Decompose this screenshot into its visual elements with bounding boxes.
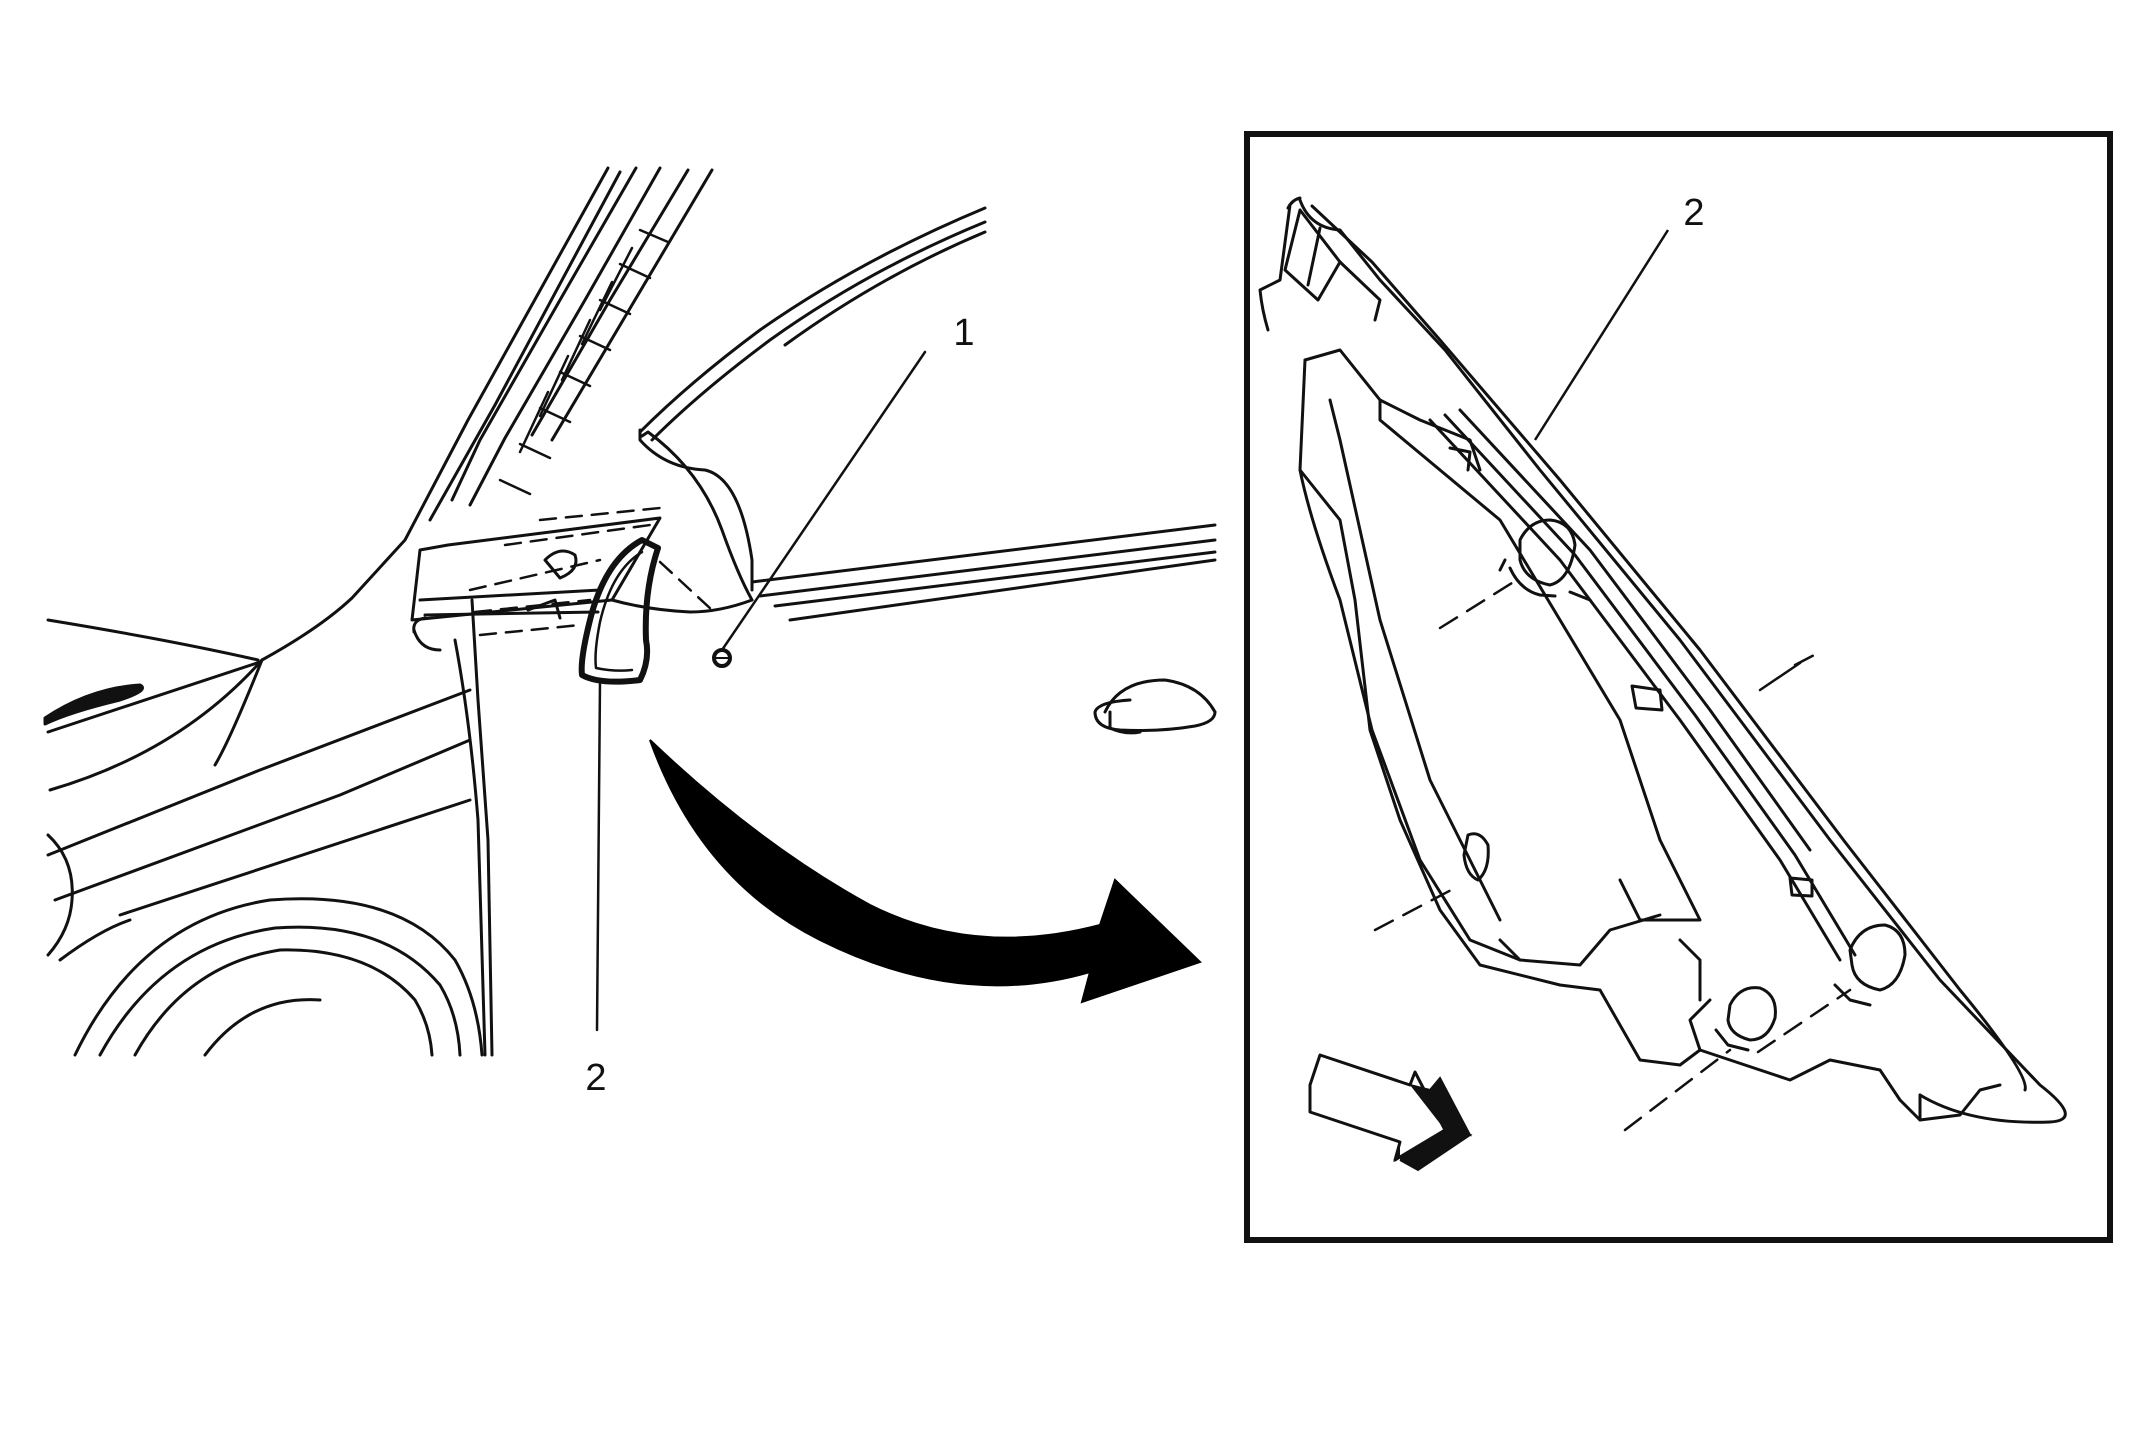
- leader-callout-2-detail: [1533, 229, 1670, 441]
- door-window-frame: [638, 206, 987, 434]
- trim-shell-outer: [1298, 198, 2067, 1124]
- lower-clip: [1726, 986, 1777, 1042]
- door-front-edge: [470, 598, 494, 1057]
- view-direction-arrow: [1308, 1053, 1473, 1172]
- callout-2-detail: 2: [1683, 192, 1704, 234]
- locator-hole: [1462, 832, 1490, 882]
- trim-panel-mount: [410, 516, 662, 622]
- trim-panel-detail: [1258, 196, 2067, 1124]
- upper-clip: [1518, 518, 1577, 587]
- fender-line: [46, 618, 260, 662]
- a-pillar-edge: [260, 166, 610, 662]
- callout-1: 1: [953, 312, 974, 354]
- right-clip: [1848, 923, 1907, 992]
- belt-molding: [750, 523, 1217, 584]
- leader-callout-1: [720, 350, 927, 652]
- callout-2-main: 2: [585, 1057, 606, 1099]
- trim-inner-panel: [1298, 358, 1682, 1067]
- mirror-sail: [638, 428, 754, 592]
- sail-trim-piece: [578, 537, 661, 685]
- vehicle-overview: [43, 166, 1217, 1057]
- wheel-arch: [73, 897, 484, 1057]
- alignment-guides: [1373, 576, 1852, 1132]
- detail-inset-frame: [1244, 131, 2113, 1243]
- side-marker: [43, 683, 144, 726]
- windshield-molding: [450, 166, 638, 502]
- a-pillar-edge-inner: [428, 170, 622, 522]
- curved-direction-arrow: [649, 739, 1202, 1004]
- door-handle: [1103, 678, 1217, 714]
- leader-callout-2: [595, 680, 602, 1032]
